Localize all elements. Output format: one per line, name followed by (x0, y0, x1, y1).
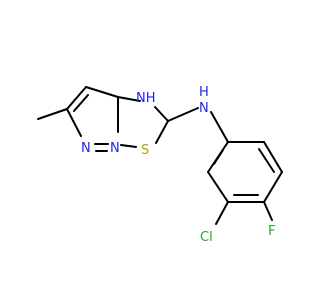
atom-n-pyrazole: N (81, 141, 91, 156)
atom-n-amine: N (199, 101, 209, 116)
bond-c2-nh (167, 107, 199, 122)
atom-cl: Cl (200, 230, 213, 245)
bond-c2-s (155, 120, 169, 144)
bond-ar1-ar2-inner (213, 149, 224, 165)
molecule-structure: NH H N N N S Cl F (37, 85, 283, 245)
bond-c6-c5-inner (73, 94, 89, 112)
bond-ar2-ar3 (207, 171, 229, 203)
bond-ar3-cl (215, 201, 229, 225)
bond-ar5-ar6 (263, 141, 283, 173)
atom-h-amine: H (199, 85, 209, 100)
bond-ar4-ar5 (263, 171, 283, 203)
bond-methyl (37, 108, 68, 120)
bond-c6-c5 (66, 86, 87, 110)
bond-ar4-f (263, 201, 273, 221)
atom-f: F (268, 224, 275, 239)
bond-c5-c4 (85, 86, 119, 98)
bond-c6-n7 (66, 108, 82, 137)
bond-n1-c2 (154, 106, 169, 122)
bond-ar5-ar6-inner (258, 148, 275, 173)
atom-n-bridge: N (110, 141, 120, 156)
atom-nh-ring: NH (136, 91, 156, 106)
bond-s-n8 (120, 144, 137, 148)
bond-nh-aryl (210, 111, 229, 143)
bond-n1-c3a (117, 96, 141, 102)
atom-s: S (141, 143, 149, 158)
